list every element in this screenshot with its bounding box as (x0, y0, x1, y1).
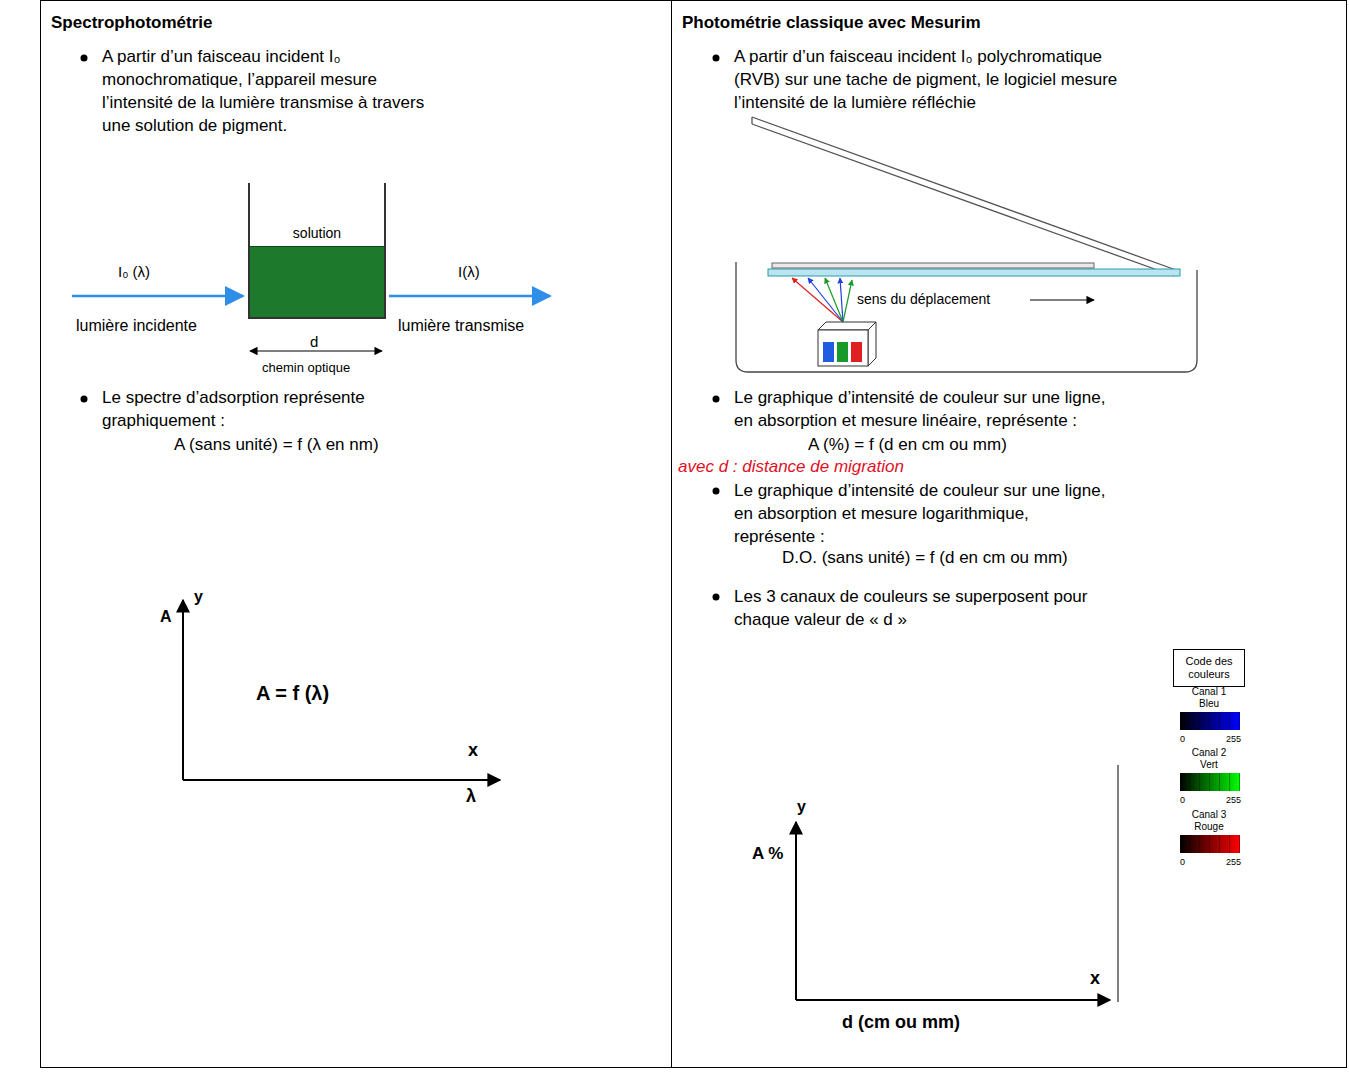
figure-label: avec d : distance de migration (678, 455, 904, 478)
column-heading: Photométrie classique avec Mesurim (682, 13, 1336, 33)
scale-value: 0 (1180, 796, 1185, 805)
figure-label: lumière incidente (76, 315, 197, 337)
path-length-arrow (250, 350, 382, 351)
legend-text: Canal 2 Vert (1185, 747, 1233, 770)
legend-text: Canal 1 Bleu (1185, 686, 1233, 709)
legend-swatch (1180, 712, 1240, 730)
formula: A (%) = f (d en cm ou mm) (808, 433, 1007, 456)
axis-label: A = f (λ) (256, 680, 329, 707)
legend-swatch (1180, 835, 1240, 853)
axis-label: λ (466, 784, 476, 808)
figure-label: d (310, 332, 318, 352)
cuvette-label: solution (250, 225, 384, 241)
legend-entry: Canal 2 Vert (1176, 747, 1242, 791)
scale-value: 255 (1226, 735, 1241, 744)
scale-value: 255 (1226, 796, 1241, 805)
axis-line (1118, 765, 1119, 1002)
legend-text: Canal 3 Rouge (1185, 809, 1233, 832)
axis-label: A (160, 606, 172, 628)
column-heading: Spectrophotométrie (51, 13, 661, 33)
scale-value: 0 (1180, 858, 1185, 867)
axis-label: x (1090, 966, 1100, 990)
axis-label: y (194, 586, 203, 608)
figure-label: sens du déplacement (857, 290, 990, 309)
figure-label: chemin optique (262, 359, 350, 377)
bullet-text: Le graphique d’intensité de couleur sur … (734, 479, 1109, 548)
legend-title-box: Code des couleurs (1173, 649, 1245, 687)
legend-title: Code des couleurs (1177, 655, 1241, 681)
bullet-text: Les 3 canaux de couleurs se superposent … (734, 585, 1134, 631)
bullet-text: Le spectre d’adsorption représente graph… (102, 386, 437, 432)
scale-value: 0 (1180, 735, 1185, 744)
figure-label: lumière transmise (398, 315, 524, 337)
legend-entry: Canal 1 Bleu (1176, 686, 1242, 730)
axis-line (183, 779, 500, 781)
pigment-solution (250, 246, 384, 317)
bullet-text: Le graphique d’intensité de couleur sur … (734, 386, 1124, 432)
formula: A (sans unité) = f (λ en nm) (174, 433, 379, 456)
legend-swatch (1180, 773, 1240, 791)
axis-line (182, 600, 184, 780)
bullet-text: A partir d’un faisceau incident I₀ polyc… (734, 45, 1139, 114)
axis-label: d (cm ou mm) (842, 1010, 960, 1034)
cuvette: solution (248, 183, 386, 319)
graph-axes (183, 600, 1118, 1002)
figure-label: I(λ) (458, 262, 480, 282)
figure-label: I₀ (λ) (118, 262, 150, 282)
axis-line (795, 822, 797, 1000)
formula: D.O. (sans unité) = f (d en cm ou mm) (782, 546, 1068, 569)
legend-entry: Canal 3 Rouge (1176, 809, 1242, 853)
axis-line (796, 999, 1110, 1001)
bullet-text: A partir d’un faisceau incident I₀ monoc… (102, 45, 447, 137)
axis-label: y (797, 796, 806, 818)
table-cell: Spectrophotométrie solution (40, 0, 672, 1068)
scanner-drawing (736, 117, 1197, 372)
axis-label: x (468, 738, 478, 762)
axis-label: A % (752, 842, 784, 865)
scale-value: 255 (1226, 858, 1241, 867)
